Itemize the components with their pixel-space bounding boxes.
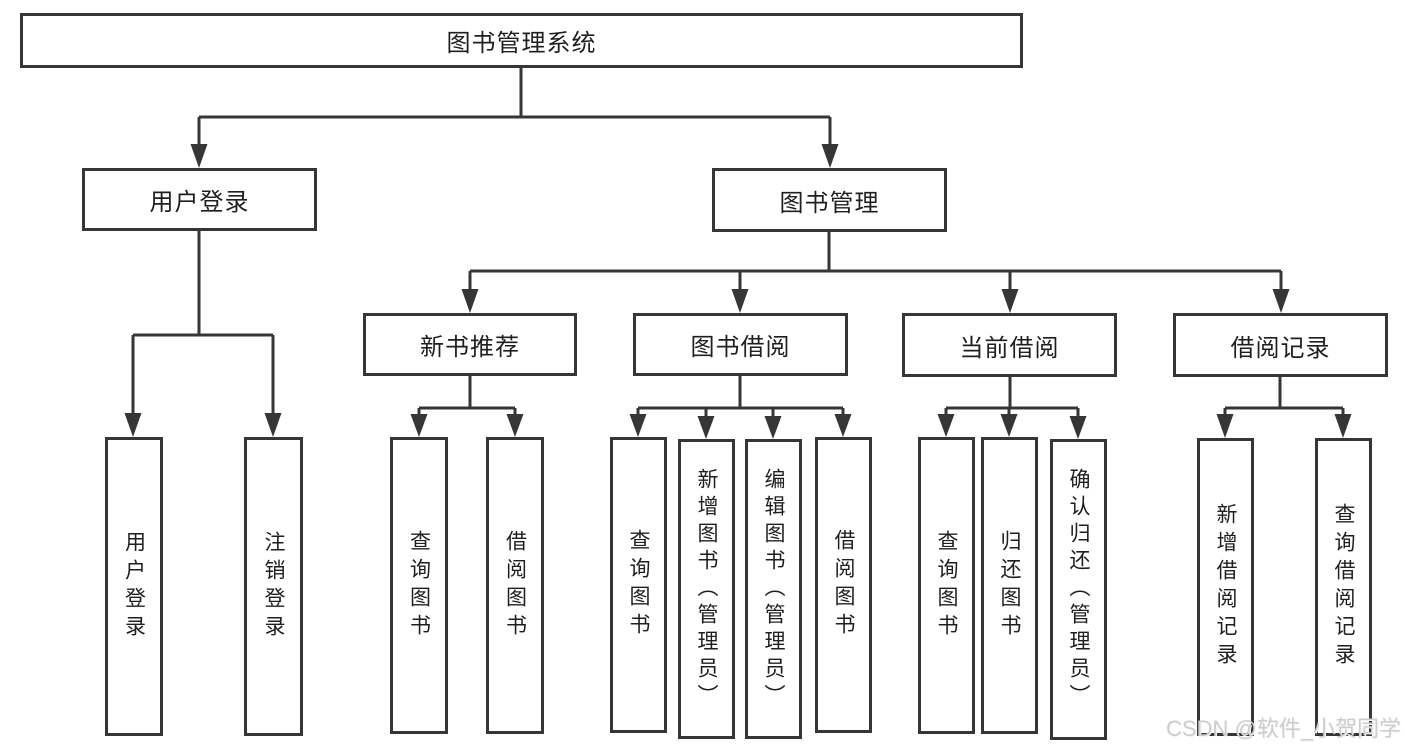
- leaf-query-books-borrowing: 查询图书: [610, 437, 667, 733]
- leaf-add-borrow-record-label: 新增借阅记录: [1214, 503, 1237, 671]
- leaf-query-borrow-record-label: 查询借阅记录: [1332, 503, 1355, 671]
- node-borrowing-records-label: 借阅记录: [1230, 334, 1331, 362]
- leaf-query-books-recommend-label: 查询图书: [407, 529, 431, 642]
- leaf-return-books: 归还图书: [981, 437, 1038, 734]
- node-library-management-system: 图书管理系统: [20, 13, 1023, 68]
- connector-lines: [131, 68, 1345, 422]
- leaf-borrow-books-borrowing: 借阅图书: [815, 437, 872, 733]
- node-library-management-system-label: 图书管理系统: [446, 30, 597, 57]
- leaf-add-books-admin-label: 新增图书（管理员）: [695, 467, 718, 711]
- leaf-add-books-admin: 新增图书（管理员）: [678, 439, 735, 739]
- leaf-add-borrow-record: 新增借阅记录: [1197, 438, 1254, 736]
- node-book-borrowing: 图书借阅: [633, 313, 848, 376]
- leaf-logout-label: 注销登录: [262, 530, 285, 643]
- node-book-management-label: 图书管理: [779, 189, 880, 217]
- node-book-management: 图书管理: [712, 168, 947, 232]
- node-user-login-label: 用户登录: [149, 189, 250, 216]
- node-user-login: 用户登录: [82, 168, 317, 231]
- leaf-query-books-current: 查询图书: [918, 437, 975, 734]
- node-current-borrowing-label: 当前借阅: [959, 334, 1060, 362]
- leaf-borrow-books-recommend: 借阅图书: [486, 437, 544, 734]
- leaf-edit-books-admin-label: 编辑图书（管理员）: [762, 467, 785, 711]
- watermark-text: CSDN @软件_小贺同学: [1165, 716, 1401, 741]
- leaf-confirm-return-admin: 确认归还（管理员）: [1050, 439, 1107, 740]
- leaf-borrow-books-borrowing-label: 借阅图书: [832, 529, 855, 641]
- leaf-query-books-borrowing-label: 查询图书: [627, 529, 650, 641]
- leaf-user-login: 用户登录: [105, 437, 163, 736]
- node-new-book-recommendation-label: 新书推荐: [420, 334, 520, 361]
- node-book-borrowing-label: 图书借阅: [690, 334, 791, 361]
- leaf-return-books-label: 归还图书: [998, 529, 1021, 642]
- node-borrowing-records: 借阅记录: [1173, 313, 1388, 377]
- leaf-logout: 注销登录: [244, 437, 303, 736]
- leaf-query-books-recommend: 查询图书: [390, 437, 448, 734]
- leaf-query-books-current-label: 查询图书: [935, 529, 958, 642]
- leaf-edit-books-admin: 编辑图书（管理员）: [745, 439, 802, 739]
- node-current-borrowing: 当前借阅: [902, 313, 1117, 377]
- arrowhead-icons: [124, 144, 1352, 439]
- node-new-book-recommendation: 新书推荐: [363, 313, 577, 376]
- leaf-user-login-label: 用户登录: [122, 530, 146, 643]
- leaf-borrow-books-recommend-label: 借阅图书: [503, 529, 527, 642]
- leaf-confirm-return-admin-label: 确认归还（管理员）: [1067, 468, 1090, 711]
- leaf-query-borrow-record: 查询借阅记录: [1315, 438, 1372, 736]
